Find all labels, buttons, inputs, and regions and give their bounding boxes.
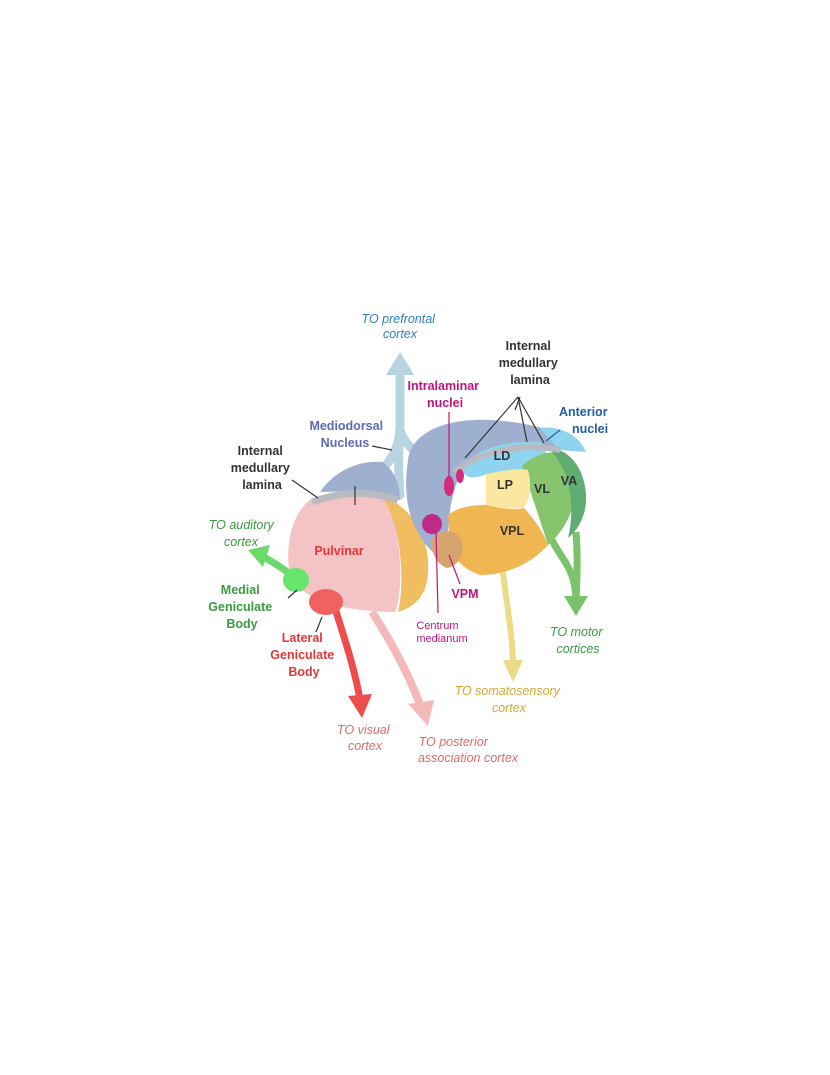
anterior-nuclei-label: Anterior nuclei: [559, 405, 611, 436]
internal-lamina-right: [452, 444, 561, 475]
vl-region: [522, 452, 577, 545]
internal-medullary-lamina-left-label: Internal medullary lamina: [231, 444, 294, 492]
intralaminar-nuclei-shape: [444, 476, 454, 496]
visual-cortex-label: TO visual cortex: [337, 723, 393, 753]
somatosensory-cortex-label: TO somatosensory cortex: [455, 684, 564, 715]
somatosensory-arrow: [499, 564, 523, 682]
medial-geniculate-body-label: Medial Geniculate Body: [208, 583, 275, 631]
intralaminar-nuclei-label: Intralaminar nuclei: [407, 379, 482, 410]
centrum-medianum-shape: [422, 514, 442, 534]
magenta-pointer-lines: [435, 412, 461, 614]
vpl-label: VPL: [500, 524, 525, 538]
auditory-cortex-label: TO auditory cortex: [209, 518, 278, 549]
internal-medullary-lamina-right-label: Internal medullary lamina: [499, 339, 562, 387]
anterior-region: [540, 427, 586, 452]
pointer-lines: [287, 396, 545, 633]
blue-pointer-line: [545, 429, 561, 442]
posterior-association-arrow: [368, 609, 434, 726]
motor-cortices-label: TO motor cortices: [550, 625, 606, 656]
ld-label: LD: [494, 449, 511, 463]
lateral-geniculate-body-label: Lateral Geniculate Body: [270, 631, 337, 679]
vpl-region: [448, 505, 548, 575]
visual-arrow: [330, 603, 372, 718]
mediodorsal-left-region: [320, 461, 400, 500]
va-region: [548, 448, 587, 538]
centrum-medianum-label: Centrum medianum: [416, 620, 467, 645]
lp-region: [486, 469, 531, 509]
right-thalamus: [406, 419, 587, 575]
medial-geniculate-body: [283, 568, 309, 592]
intralaminar-nuclei-shape-2: [456, 469, 464, 483]
left-thalamus: [288, 461, 429, 612]
vl-label: VL: [534, 482, 550, 496]
pulvinar-label: Pulvinar: [314, 544, 363, 558]
pulvinar-region: [288, 495, 401, 612]
lateral-geniculate-body: [309, 589, 343, 615]
prefrontal-label: TO prefrontal cortex: [362, 312, 439, 341]
mediodorsal-right-region: [406, 419, 572, 560]
vpm-region: [431, 531, 463, 568]
mediodorsal-nucleus-label: Mediodorsal Nucleus: [309, 419, 386, 450]
va-label: VA: [561, 474, 577, 488]
internal-lamina-left: [310, 490, 400, 506]
motor-arrow: [544, 530, 588, 616]
posterior-association-cortex-label: TO posterior association cortex: [418, 735, 519, 765]
lateral-strip: [380, 494, 429, 612]
vpm-label: VPM: [451, 587, 478, 601]
lp-label: LP: [497, 478, 513, 492]
